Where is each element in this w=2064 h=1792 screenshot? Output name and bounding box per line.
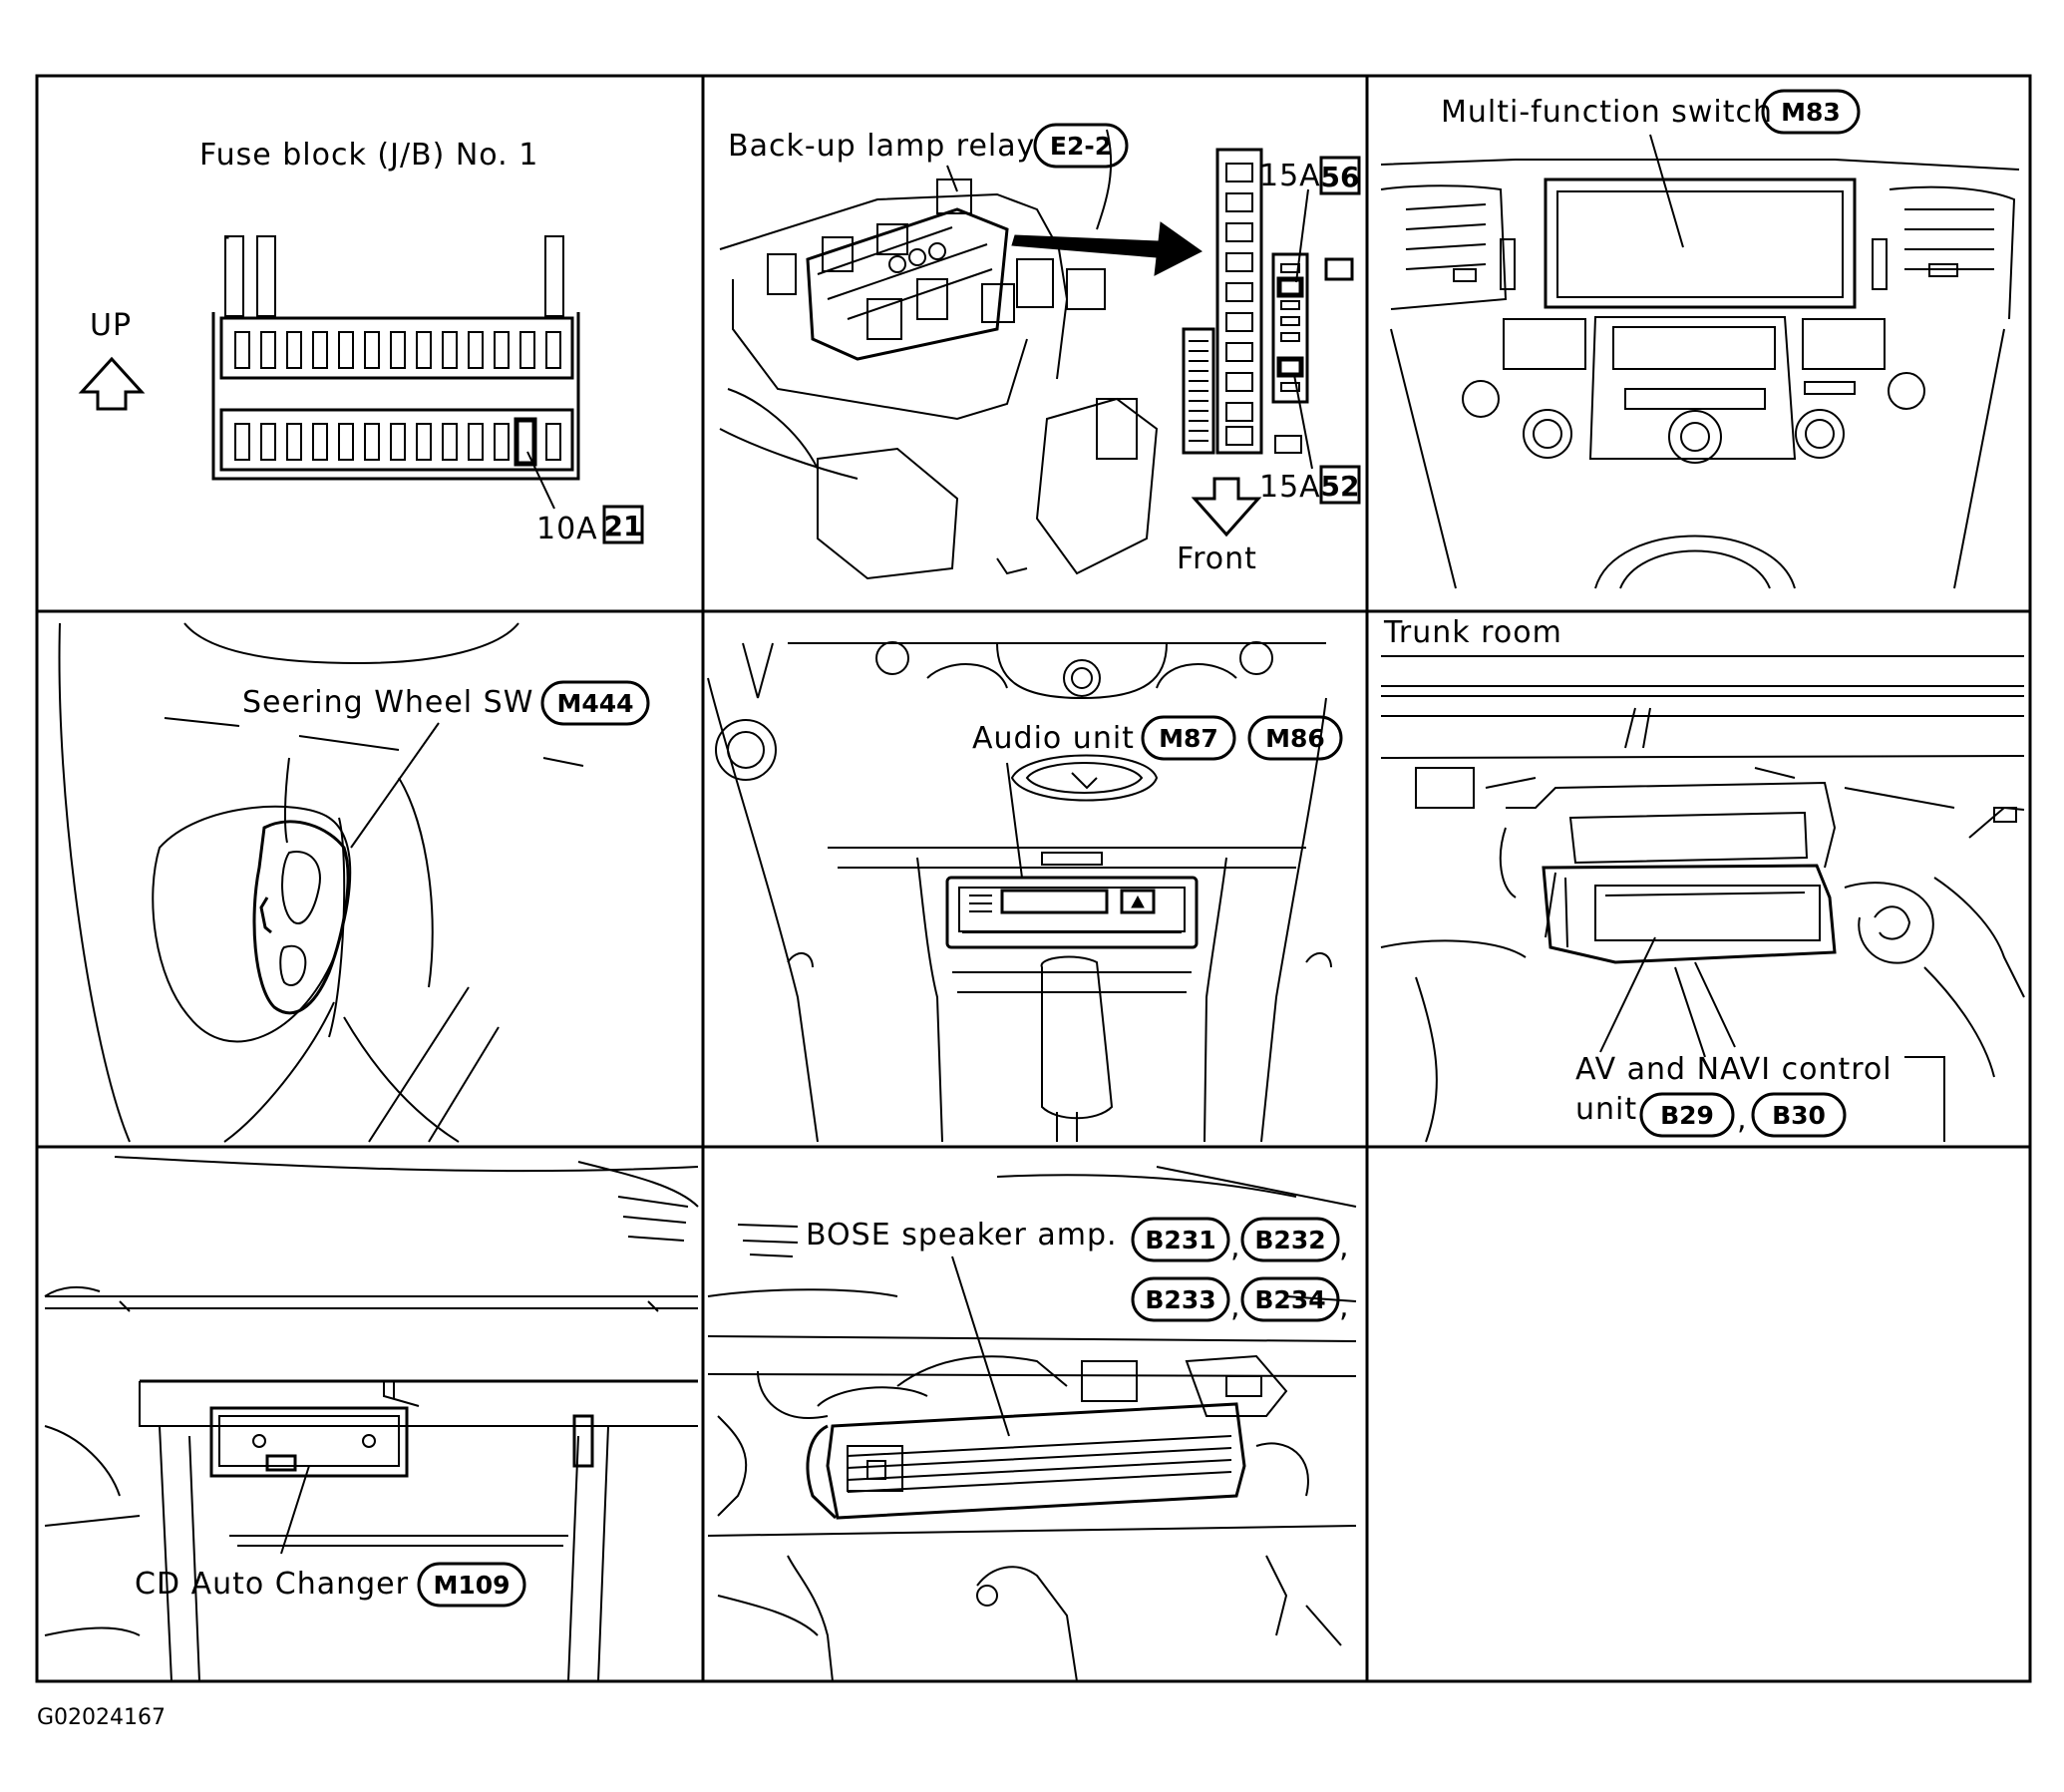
glovebox-drawing <box>44 1156 699 1682</box>
connector-pill-b232 <box>1240 1217 1340 1262</box>
connector-pill-b30 <box>1751 1092 1847 1138</box>
figure-id: G02024167 <box>37 1705 166 1730</box>
panel-multi-function-switch: Multi-function switch M83 <box>1380 89 2020 589</box>
connector-b29: B29 <box>1660 1101 1714 1130</box>
bose-amp-label: BOSE speaker amp. <box>806 1218 1118 1253</box>
front-label: Front <box>1177 541 1257 576</box>
steering-wheel-drawing <box>58 622 584 1143</box>
panel-grid <box>35 74 2032 1683</box>
connector-pill-m83 <box>1761 89 1861 135</box>
trunk-room-label: Trunk room <box>1383 615 1562 650</box>
fuse-rating: 10A <box>536 512 598 546</box>
panel-trunk-room: Trunk room AV and NAVI cont <box>1380 615 2025 1143</box>
center-console-drawing <box>707 641 1332 1143</box>
panel-fuse-block: Fuse block (J/B) No. 1 UP <box>78 138 644 546</box>
trunk-amp-drawing <box>707 1166 1357 1682</box>
multi-function-switch-label: Multi-function switch <box>1441 95 1773 130</box>
connector-e2-2: E2-2 <box>1050 132 1112 161</box>
fuse-top-number: 56 <box>1321 161 1360 193</box>
trunk-drawing <box>1380 655 2025 1143</box>
connector-b30: B30 <box>1772 1101 1826 1130</box>
steering-wheel-switch-label: Seering Wheel SW <box>242 685 533 720</box>
fuse-row-bottom <box>234 417 561 467</box>
connector-m444: M444 <box>556 689 633 718</box>
dashboard-drawing <box>1380 159 2020 589</box>
engine-bay-drawing <box>719 129 1159 580</box>
fuse-bottom-number: 52 <box>1321 470 1360 503</box>
av-navi-label-line-2: unit <box>1575 1092 1637 1127</box>
fuse-number: 21 <box>604 510 643 542</box>
connector-pill-e2-2 <box>1033 123 1129 169</box>
connector-separator-b29-b30: , <box>1737 1102 1748 1137</box>
connector-m86: M86 <box>1265 724 1325 753</box>
fuse-block-drawing <box>211 235 580 510</box>
relay-box-drawing <box>1182 148 1354 470</box>
fuse-bottom-number-box <box>1319 465 1361 505</box>
fuse-top-rating: 15A <box>1259 159 1321 193</box>
connector-pill-b29 <box>1639 1092 1735 1138</box>
connector-m87: M87 <box>1159 724 1218 753</box>
connector-separator-1: , <box>1230 1230 1241 1264</box>
backup-lamp-relay-label: Back-up lamp relay <box>728 129 1035 164</box>
connector-m83: M83 <box>1781 98 1841 127</box>
connector-pill-m86 <box>1247 715 1343 761</box>
connector-pill-b231 <box>1131 1217 1230 1262</box>
connector-b233: B233 <box>1145 1285 1215 1314</box>
connector-separator-4: , <box>1339 1289 1350 1324</box>
panel-backup-lamp-relay: Back-up lamp relay E2-2 <box>719 123 1361 580</box>
connector-pill-m444 <box>540 680 650 726</box>
connector-b231: B231 <box>1145 1226 1215 1254</box>
connector-b234: B234 <box>1254 1285 1325 1314</box>
panel-cd-auto-changer: CD Auto Changer M109 <box>44 1156 699 1682</box>
panel-bose-speaker-amp: BOSE speaker amp. B231 , B232 , B233 , B… <box>707 1166 1357 1682</box>
front-arrow-icon <box>1191 477 1262 538</box>
av-navi-label-line-1: AV and NAVI control <box>1575 1052 1892 1087</box>
cd-auto-changer-label: CD Auto Changer <box>135 1567 409 1602</box>
connector-m109: M109 <box>433 1571 510 1600</box>
connector-separator-2: , <box>1339 1230 1350 1264</box>
fuse-number-box <box>602 505 644 544</box>
connector-pill-m109 <box>417 1562 526 1608</box>
fuse-bottom-rating: 15A <box>1259 470 1321 505</box>
up-arrow-icon <box>78 356 146 411</box>
panel-audio-unit: Audio unit M87 M86 <box>707 641 1343 1143</box>
fuse-top-number-box <box>1319 156 1361 195</box>
connector-separator-3: , <box>1230 1289 1241 1324</box>
connector-pill-b233 <box>1131 1276 1230 1322</box>
fuse-block-title: Fuse block (J/B) No. 1 <box>199 138 538 173</box>
audio-unit-label: Audio unit <box>972 721 1135 756</box>
panel-steering-wheel-switch: Seering Wheel SW M444 <box>58 622 650 1143</box>
fuse-row-top <box>234 331 561 369</box>
connector-b232: B232 <box>1254 1226 1325 1254</box>
pointer-arrow-icon <box>1011 221 1203 276</box>
connector-pill-m87 <box>1141 715 1236 761</box>
up-label: UP <box>90 308 132 343</box>
